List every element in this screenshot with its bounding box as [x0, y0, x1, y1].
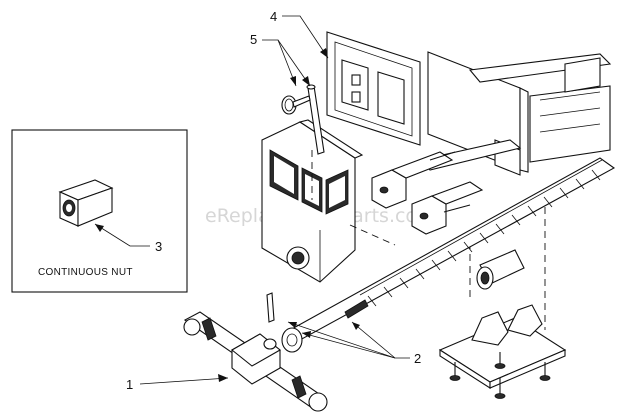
front-jaw-body — [261, 119, 364, 283]
pin-and-washer — [266, 292, 303, 353]
inset-continuous-nut: 3 CONTINUOUS NUT — [11, 129, 188, 293]
base-screws — [449, 352, 551, 399]
continuous-nut-part — [58, 179, 114, 227]
callout-2: 2 — [414, 351, 421, 366]
front-jaw-face-plate — [326, 31, 421, 146]
handle-assembly — [183, 311, 328, 412]
screw-nut — [476, 249, 525, 290]
mounting-brackets — [371, 151, 484, 235]
screw-threads — [367, 169, 601, 307]
callout-4: 4 — [270, 9, 277, 24]
rear-jaw-assembly — [418, 51, 612, 176]
callout-5: 5 — [250, 32, 257, 47]
base-plate — [438, 304, 567, 399]
jaw-pins — [281, 84, 325, 155]
callout-3-leader — [94, 223, 150, 247]
inset-caption: CONTINUOUS NUT — [38, 267, 133, 278]
callout-1: 1 — [126, 377, 133, 392]
inset-frame — [11, 129, 188, 293]
callout-3: 3 — [155, 239, 162, 254]
callout-leaders — [139, 15, 410, 385]
